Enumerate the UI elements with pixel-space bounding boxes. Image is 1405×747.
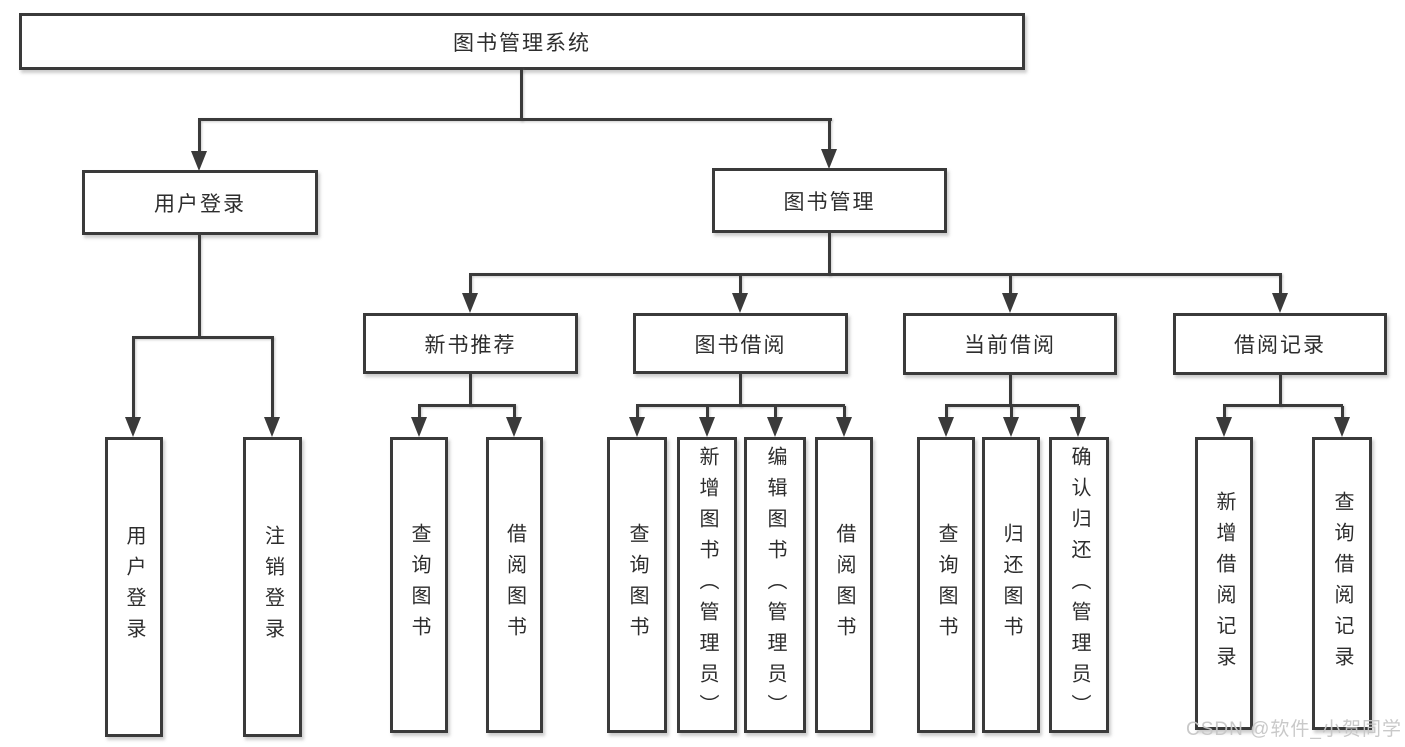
arrow-down-icon xyxy=(629,417,645,437)
arrow-down-icon xyxy=(411,417,427,437)
leaf-label: 编辑图书（管理员） xyxy=(764,445,786,725)
connector-stem xyxy=(271,338,274,420)
leaf-label: 查询借阅记录 xyxy=(1331,490,1353,677)
leaf-add-borrow-record: 新增借阅记录 xyxy=(1195,437,1253,730)
leaf-confirm-return-admin: 确认归还（管理员） xyxy=(1049,437,1109,733)
node-book-management: 图书管理 xyxy=(712,168,947,233)
connector-root-trunk xyxy=(520,68,523,121)
node-label: 用户登录 xyxy=(154,192,246,216)
leaf-label: 新增图书（管理员） xyxy=(696,445,718,725)
connector-root-branch xyxy=(198,118,832,121)
connector-trunk xyxy=(469,374,472,407)
connector-stem xyxy=(706,406,709,419)
leaf-edit-books-admin: 编辑图书（管理员） xyxy=(744,437,806,733)
connector-stem-mgmt xyxy=(828,120,831,151)
arrow-down-icon xyxy=(506,417,522,437)
node-label: 图书借阅 xyxy=(694,333,787,357)
arrow-down-icon xyxy=(125,417,141,437)
connector-stem xyxy=(513,406,516,419)
connector-stem xyxy=(1223,406,1226,419)
arrow-down-icon xyxy=(1272,293,1288,313)
node-borrow-records: 借阅记录 xyxy=(1173,313,1387,375)
connector-mgmt-branch xyxy=(469,273,1282,276)
arrow-down-icon xyxy=(699,417,715,437)
connector-stem xyxy=(739,275,742,295)
leaf-label: 查询图书 xyxy=(626,523,648,647)
leaf-label: 归还图书 xyxy=(1000,523,1022,647)
connector-trunk xyxy=(739,374,742,407)
leaf-label: 查询图书 xyxy=(408,523,430,647)
connector-stem xyxy=(945,406,948,419)
leaf-query-books: 查询图书 xyxy=(607,437,667,733)
connector-stem xyxy=(1341,406,1344,419)
node-user-login: 用户登录 xyxy=(82,170,318,235)
connector-stem-login xyxy=(198,120,201,153)
arrow-down-icon xyxy=(1003,417,1019,437)
leaf-logout: 注销登录 xyxy=(243,437,302,737)
node-label: 借阅记录 xyxy=(1234,334,1326,357)
connector-stem xyxy=(636,406,639,419)
node-current-borrow: 当前借阅 xyxy=(903,313,1117,375)
leaf-query-books: 查询图书 xyxy=(917,437,975,733)
connector-stem xyxy=(418,406,421,419)
arrow-down-icon xyxy=(1334,417,1350,437)
arrow-down-icon xyxy=(264,417,280,437)
leaf-query-books: 查询图书 xyxy=(390,437,448,733)
connector-branch xyxy=(945,404,1079,407)
connector-stem xyxy=(1009,275,1012,295)
connector-branch xyxy=(636,404,845,407)
arrow-down-icon xyxy=(1002,293,1018,313)
leaf-add-books-admin: 新增图书（管理员） xyxy=(677,437,737,733)
leaf-label: 新增借阅记录 xyxy=(1213,490,1235,677)
connector-stem xyxy=(132,338,135,420)
connector-branch xyxy=(1223,404,1343,407)
csdn-watermark: CSDN @软件_小贺同学 xyxy=(1186,719,1402,740)
leaf-label: 确认归还（管理员） xyxy=(1068,445,1090,725)
arrow-down-icon xyxy=(767,417,783,437)
connector-stem xyxy=(774,406,777,419)
leaf-label: 查询图书 xyxy=(935,523,957,647)
arrow-down-icon xyxy=(732,293,748,313)
leaf-query-borrow-record: 查询借阅记录 xyxy=(1312,437,1372,730)
connector-trunk xyxy=(1009,375,1012,407)
leaf-return-books: 归还图书 xyxy=(982,437,1040,733)
connector-stem xyxy=(843,406,846,419)
leaf-user-login: 用户登录 xyxy=(105,437,163,737)
leaf-borrow-books: 借阅图书 xyxy=(815,437,873,733)
connector-login-trunk xyxy=(198,235,201,336)
connector-stem xyxy=(1077,406,1080,419)
leaf-label: 借阅图书 xyxy=(833,523,855,647)
connector-stem xyxy=(1010,406,1013,419)
leaf-label: 借阅图书 xyxy=(503,523,526,647)
node-label: 新书推荐 xyxy=(424,333,517,357)
node-label: 图书管理 xyxy=(783,190,876,214)
connector-login-branch xyxy=(132,336,274,339)
arrow-down-icon xyxy=(821,149,837,169)
leaf-label: 注销登录 xyxy=(261,525,284,649)
connector-trunk xyxy=(1279,375,1282,407)
node-label: 图书管理系统 xyxy=(453,31,591,55)
arrow-down-icon xyxy=(836,417,852,437)
arrow-down-icon xyxy=(1216,417,1232,437)
leaf-label: 用户登录 xyxy=(123,525,145,649)
node-library-management-system: 图书管理系统 xyxy=(19,13,1025,70)
node-label: 当前借阅 xyxy=(964,334,1056,357)
node-book-borrow: 图书借阅 xyxy=(633,313,848,374)
connector-mgmt-trunk xyxy=(828,233,831,276)
connector-stem xyxy=(469,275,472,295)
connector-branch xyxy=(418,404,516,407)
arrow-down-icon xyxy=(938,417,954,437)
connector-stem xyxy=(1279,275,1282,295)
leaf-borrow-books: 借阅图书 xyxy=(486,437,543,733)
arrow-down-icon xyxy=(462,293,478,313)
arrow-down-icon xyxy=(1070,417,1086,437)
node-new-book-recommend: 新书推荐 xyxy=(363,313,578,374)
arrow-down-icon xyxy=(191,151,207,171)
